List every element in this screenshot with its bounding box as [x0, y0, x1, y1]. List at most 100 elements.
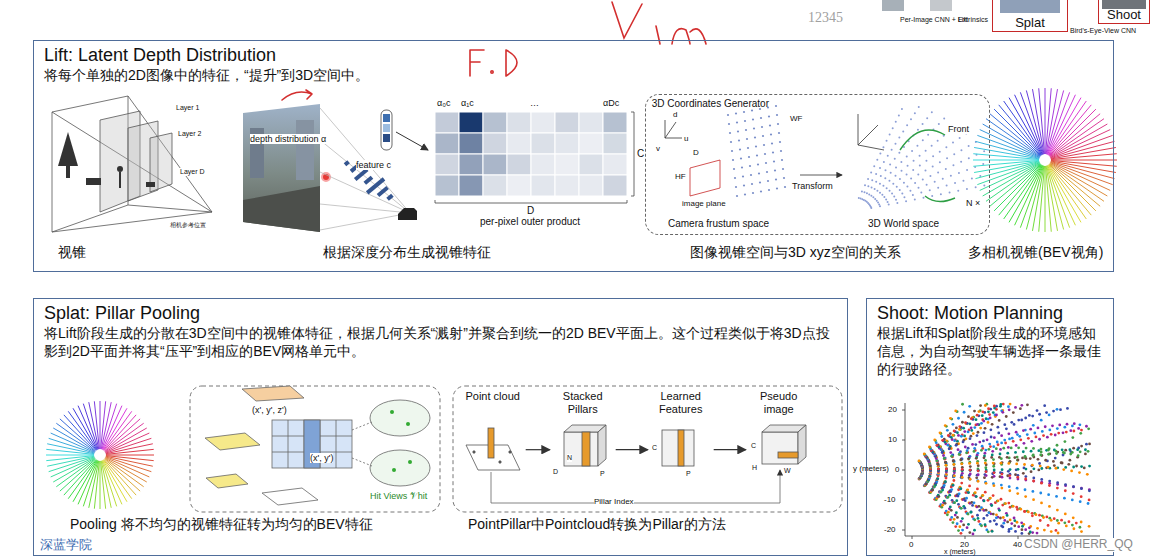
- trajectory-point: [923, 453, 926, 456]
- world-point: [909, 190, 911, 192]
- frustum-point: [776, 114, 778, 116]
- world-point: [891, 149, 893, 151]
- frustum-figure-line: [128, 205, 212, 212]
- trajectory-point: [1031, 464, 1034, 467]
- world-point: [982, 163, 984, 165]
- frustum-ray: [102, 406, 122, 450]
- trajectory-point: [1038, 514, 1041, 517]
- frustum-ray: [994, 164, 1041, 211]
- trajectory-point: [1007, 462, 1010, 465]
- world-point: [960, 161, 962, 163]
- world-point: [886, 140, 888, 142]
- trajectory-point: [931, 489, 934, 492]
- trajectory-point: [980, 449, 983, 452]
- trajectory-point: [950, 516, 953, 519]
- world-point: [959, 137, 961, 139]
- figure-label: 多相机视锥(BEV视角): [968, 244, 1103, 260]
- trajectory-point: [1028, 414, 1031, 417]
- trajectory-point: [1054, 457, 1057, 460]
- trajectory-point: [1087, 502, 1090, 505]
- trajectory-point: [1010, 421, 1013, 424]
- world-point: [879, 183, 881, 185]
- trajectory-point: [1055, 495, 1058, 498]
- figure-label: 40: [1013, 540, 1022, 549]
- figure-label: P: [600, 470, 605, 478]
- frustum-ray: [1047, 90, 1064, 154]
- frustum-ray: [78, 460, 98, 504]
- trajectory-point: [981, 495, 984, 498]
- trajectory-point: [977, 480, 980, 483]
- trajectory-point: [945, 467, 948, 470]
- trajectory-point: [992, 513, 995, 516]
- figure-label: Front: [948, 124, 969, 134]
- frustum-ray: [1026, 166, 1043, 230]
- trajectory-point: [945, 464, 948, 467]
- frustum-point: [736, 121, 738, 123]
- trajectory-point: [993, 471, 996, 474]
- world-point: [891, 193, 893, 195]
- trajectory-point: [946, 513, 949, 516]
- trajectory-point: [1080, 445, 1083, 448]
- trajectory-point: [1022, 472, 1025, 475]
- frustum-ray: [51, 433, 95, 453]
- trajectory-point: [1084, 448, 1087, 451]
- trajectory-point: [1068, 448, 1071, 451]
- trajectory-point: [1064, 512, 1067, 515]
- trajectory-point: [936, 478, 939, 481]
- trajectory-point: [952, 474, 955, 477]
- frustum-point: [758, 172, 760, 174]
- box-label: Pseudo image: [748, 390, 810, 416]
- world-point: [887, 155, 889, 157]
- world-point: [937, 171, 939, 173]
- figure-label: HF: [675, 172, 686, 181]
- figure-label: N: [567, 454, 572, 462]
- plot-axes-line: [905, 536, 1100, 537]
- trajectory-point: [1070, 470, 1073, 473]
- frustum-ray: [46, 456, 94, 461]
- pointpillar-figures-rect: [488, 428, 494, 458]
- trajectory-point: [941, 439, 944, 442]
- trajectory-point: [936, 478, 939, 481]
- pooling-figure-polygon: [205, 433, 260, 450]
- trajectory-point: [950, 455, 953, 458]
- frustum-space-line: [665, 138, 682, 139]
- trajectory-point: [1055, 529, 1058, 532]
- trajectory-point: [1072, 466, 1075, 469]
- trajectory-point: [1011, 505, 1014, 508]
- figure-label: 深蓝学院: [40, 538, 92, 553]
- world-point: [894, 143, 896, 145]
- frustum-point: [776, 187, 778, 189]
- world-point: [952, 164, 954, 166]
- world-point: [950, 175, 952, 177]
- world-point: [929, 189, 931, 191]
- trajectory-point: [948, 447, 951, 450]
- trajectory-point: [968, 462, 971, 465]
- world-point: [938, 123, 940, 125]
- pointpillar-figures-path: [491, 470, 780, 503]
- trajectory-point: [993, 471, 996, 474]
- trajectory-point: [1063, 497, 1066, 500]
- trajectory-point: [961, 468, 964, 471]
- trajectory-point: [989, 445, 992, 448]
- trajectory-point: [982, 517, 985, 520]
- trajectory-point: [1053, 464, 1056, 467]
- frustum-point: [772, 151, 774, 153]
- matrix-cell: [483, 175, 507, 196]
- trajectory-point: [959, 453, 962, 456]
- world-point: [879, 167, 881, 169]
- figure-label: Layer D: [180, 168, 205, 176]
- frustum-ray: [1049, 109, 1096, 156]
- trajectory-point: [1032, 480, 1035, 483]
- trajectory-point: [987, 530, 990, 533]
- trajectory-point: [1046, 436, 1049, 439]
- trajectory-point: [960, 507, 963, 510]
- box-label: Shoot: [1107, 7, 1141, 22]
- trajectory-point: [969, 469, 972, 472]
- trajectory-point: [987, 410, 990, 413]
- trajectory-point: [982, 499, 985, 502]
- trajectory-point: [975, 495, 978, 498]
- trajectory-point: [1080, 429, 1083, 432]
- trajectory-point: [964, 499, 967, 502]
- world-points: [858, 106, 985, 209]
- trajectory-point: [950, 488, 953, 491]
